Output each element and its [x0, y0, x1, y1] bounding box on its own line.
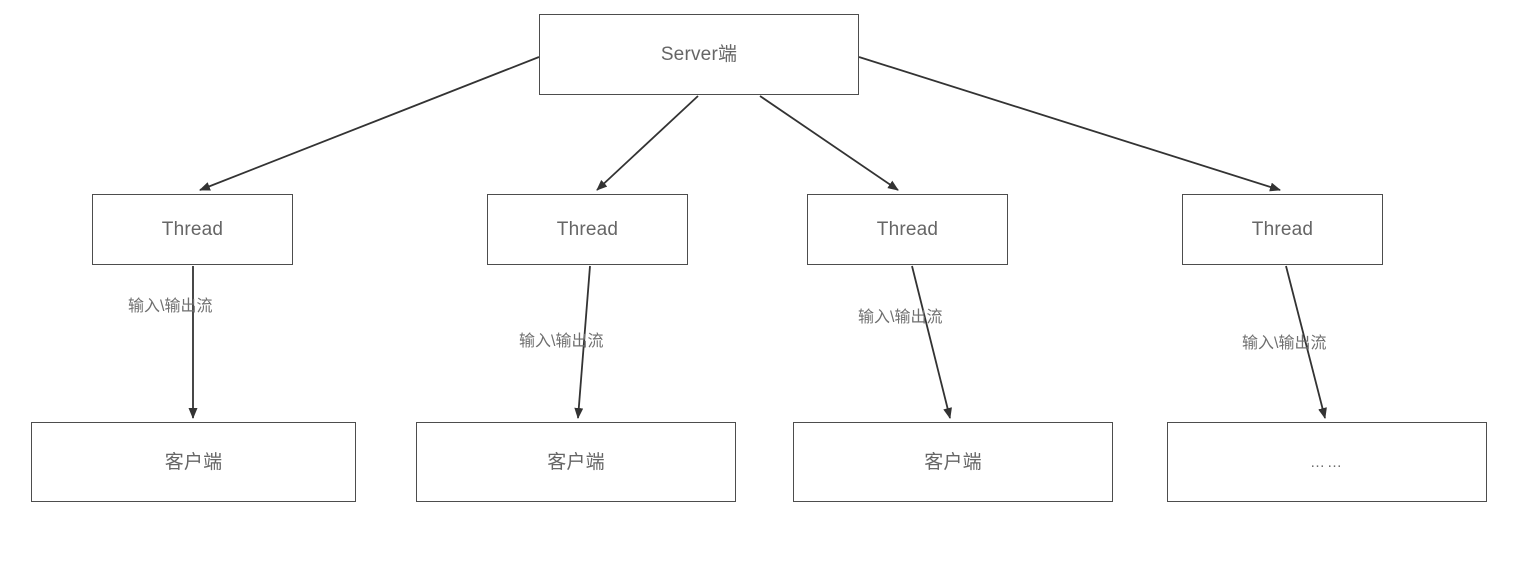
thread-node[interactable]: Thread: [92, 194, 293, 265]
server-node[interactable]: Server端: [539, 14, 859, 95]
thread-to-client-edges: [188, 265, 1327, 419]
client-node-label: 客户端: [924, 451, 982, 473]
client-node-label: ……: [1310, 453, 1344, 471]
thread-node-label: Thread: [1251, 219, 1314, 240]
client-node-label: 客户端: [164, 451, 223, 473]
thread-node[interactable]: Thread: [807, 194, 1008, 265]
thread-node[interactable]: Thread: [1182, 194, 1383, 265]
stream-edge-label: 输入\输出流: [1242, 335, 1327, 352]
server-to-thread-arrow: [199, 56, 540, 191]
thread-node-label: Thread: [556, 219, 619, 240]
client-node[interactable]: 客户端: [793, 422, 1113, 502]
stream-edge-label: 输入\输出流: [858, 309, 943, 326]
stream-edge-label: 输入\输出流: [128, 298, 213, 315]
client-node[interactable]: 客户端: [416, 422, 736, 502]
server-node-label: Server端: [660, 44, 738, 65]
stream-edge-label: 输入\输出流: [519, 333, 604, 350]
thread-node-label: Thread: [876, 219, 939, 240]
thread-to-client-arrow: [911, 265, 952, 419]
thread-node[interactable]: Thread: [487, 194, 688, 265]
client-node-label: 客户端: [547, 451, 605, 473]
server-to-thread-arrow: [596, 95, 699, 191]
server-to-thread-arrow: [759, 95, 899, 191]
client-node[interactable]: 客户端: [31, 422, 356, 502]
thread-node-label: Thread: [161, 219, 224, 240]
client-node[interactable]: ……: [1167, 422, 1487, 502]
server-to-thread-arrow: [858, 56, 1281, 192]
